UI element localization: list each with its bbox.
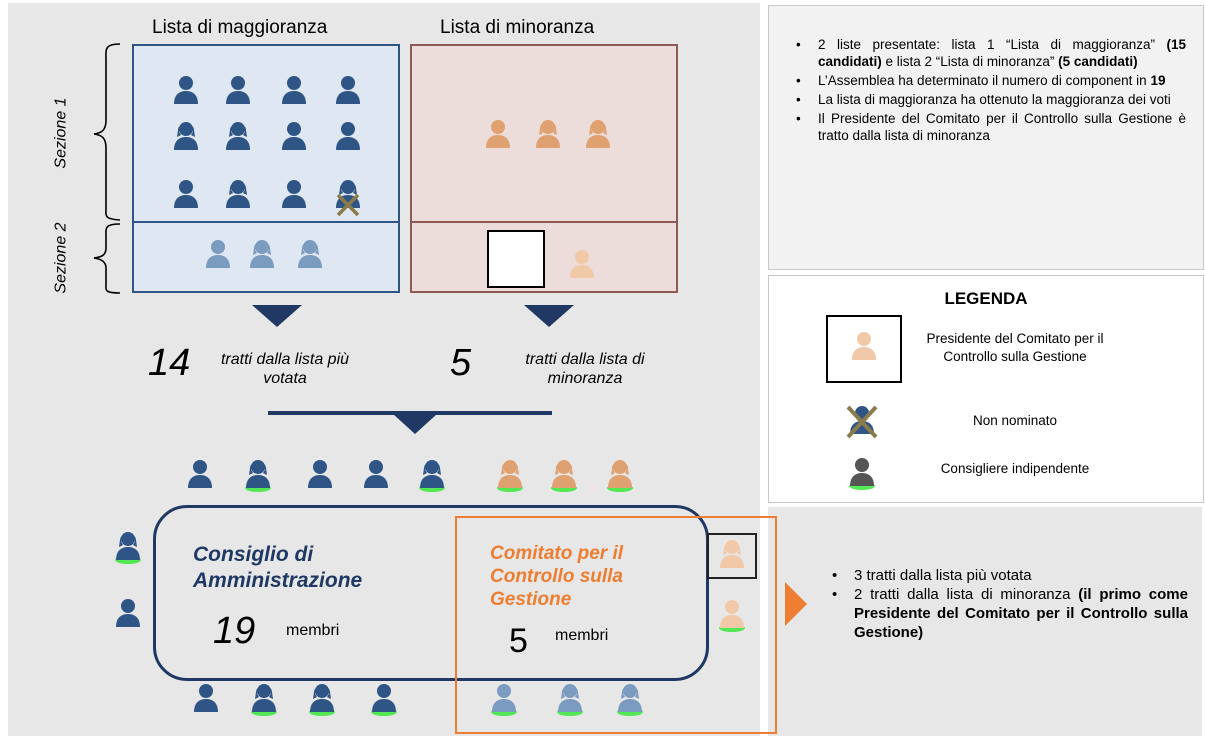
tratti-maggioranza-num: 14: [148, 342, 191, 384]
board-member-icon: [308, 682, 336, 721]
info-item-2: L’Assemblea ha determinato il numero di …: [790, 72, 1186, 89]
candidate-icon: [484, 118, 512, 157]
board-member-icon: [362, 458, 390, 497]
tratti-minoranza-text: tratti dalla lista di minoranza: [525, 351, 645, 387]
comitato-membri: membri: [555, 627, 609, 644]
board-member-icon: [186, 458, 214, 497]
board-member-icon: [556, 682, 584, 721]
board-member-icon: [306, 458, 334, 497]
merge-bar: [268, 411, 552, 415]
sezione-2-label: Sezione 2: [52, 222, 70, 294]
presidente-highlight: [487, 230, 545, 288]
sezione-1-label: Sezione 1: [52, 97, 70, 169]
arrow-down-merge: [393, 414, 437, 434]
candidate-icon: [224, 178, 252, 217]
candidate-icon: [248, 238, 276, 277]
board-member-icon: [250, 682, 278, 721]
board-member-icon: [244, 458, 272, 497]
legend-non-nominato-text: Non nominato: [972, 413, 1058, 428]
legend-presidente-text: Presidente del Comitato per il Controllo…: [926, 331, 1104, 364]
candidate-icon: [334, 74, 362, 113]
arrow-down-maggioranza: [252, 305, 302, 327]
comitato-presidente-frame: [707, 533, 757, 579]
board-member-icon: [418, 458, 446, 497]
tratti-maggioranza-text: tratti dalla lista più votata: [220, 351, 350, 387]
board-member-icon: [718, 598, 746, 637]
br-item-2: 2 tratti dalla lista di minoranza (il pr…: [826, 585, 1188, 642]
info-item-3: La lista di maggioranza ha ottenuto la m…: [790, 91, 1186, 108]
board-member-icon: [550, 458, 578, 497]
header-minoranza: Lista di minoranza: [440, 17, 595, 38]
board-member-icon: [114, 530, 142, 569]
info-list: 2 liste presentate: lista 1 “Lista di ma…: [790, 36, 1186, 146]
cda-box: [153, 505, 709, 681]
candidate-icon: [568, 248, 596, 287]
candidate-icon: [172, 74, 200, 113]
candidate-icon: [280, 74, 308, 113]
candidate-icon: [172, 178, 200, 217]
candidate-icon: [584, 118, 612, 157]
candidate-icon: [172, 120, 200, 159]
candidate-icon: [224, 74, 252, 113]
maggioranza-divider: [132, 221, 400, 223]
candidate-icon: [280, 178, 308, 217]
presidente-icon: [718, 538, 746, 577]
candidate-icon: [280, 120, 308, 159]
candidate-icon: [534, 118, 562, 157]
minoranza-divider: [410, 221, 678, 223]
cda-title: Consiglio di Amministrazione: [193, 543, 363, 592]
section-braces: [93, 43, 121, 294]
bottom-right-list: 3 tratti dalla lista più votata 2 tratti…: [826, 566, 1188, 642]
header-maggioranza: Lista di maggioranza: [152, 17, 328, 38]
br-item-1: 3 tratti dalla lista più votata: [826, 566, 1188, 585]
legend-presidente-icon: [850, 330, 878, 369]
candidate-icon: [224, 120, 252, 159]
cda-num: 19: [213, 610, 256, 652]
comitato-title: Comitato per il Controllo sulla Gestione: [490, 543, 624, 610]
board-member-icon: [606, 458, 634, 497]
comitato-box: [455, 516, 777, 734]
board-member-icon: [496, 458, 524, 497]
legend-cross-icon: [846, 405, 878, 439]
candidate-icon: [204, 238, 232, 277]
legend-presidente-frame: [826, 315, 902, 383]
non-nominato-cross: [336, 193, 360, 217]
board-member-icon: [192, 682, 220, 721]
candidate-icon: [334, 120, 362, 159]
board-member-icon: [370, 682, 398, 721]
legend-title: LEGENDA: [944, 289, 1028, 308]
board-member-icon: [114, 597, 142, 636]
legend-indipendente-icon: [848, 456, 876, 495]
candidate-icon: [296, 238, 324, 277]
orange-arrow-right: [785, 582, 807, 626]
legend-indipendente-text: Consigliere indipendente: [940, 461, 1090, 476]
board-member-icon: [490, 682, 518, 721]
arrow-down-minoranza: [524, 305, 574, 327]
legend-panel: [768, 275, 1204, 503]
cda-membri: membri: [286, 622, 340, 639]
tratti-minoranza-num: 5: [450, 342, 472, 384]
comitato-num: 5: [509, 622, 528, 660]
info-item-1: 2 liste presentate: lista 1 “Lista di ma…: [790, 36, 1186, 70]
board-member-icon: [616, 682, 644, 721]
info-item-4: Il Presidente del Comitato per il Contro…: [790, 110, 1186, 144]
